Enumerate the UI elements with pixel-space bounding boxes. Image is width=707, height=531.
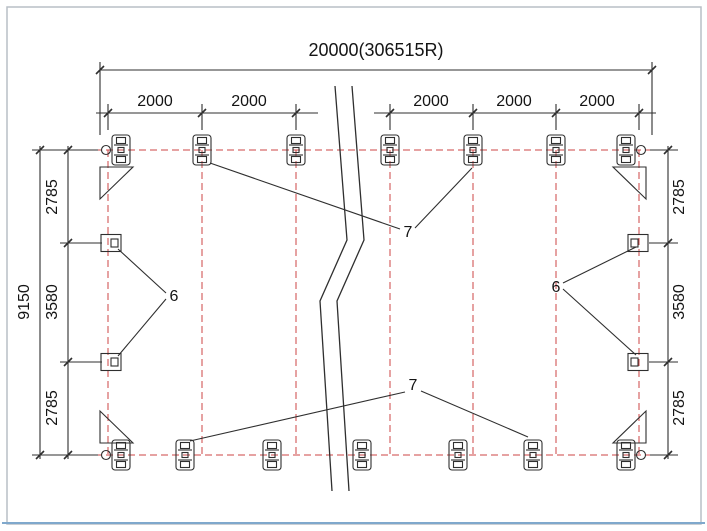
centerline-group [95, 149, 652, 456]
left-extension-lines [32, 149, 102, 456]
corner-gusset-top-right [611, 166, 647, 201]
callout-bottom-clamps: 7 [409, 377, 418, 394]
overall-dimension-label: 20000(306515R) [308, 40, 443, 60]
break-line-left [319, 85, 348, 492]
dimension-text-group: 20000(306515R) 2000 2000 2000 2000 2000 … [16, 40, 688, 426]
bay-dimension-ticks [103, 108, 644, 118]
leader-lines-right-brackets [562, 246, 637, 356]
leader-lines-bottom-clamps [189, 390, 529, 442]
callout-right-brackets: 6 [552, 279, 561, 296]
right-chain-dimension-label: 2785 [671, 179, 688, 215]
side-bracket-right-bottom [627, 352, 649, 372]
right-chain-dimension-label: 2785 [671, 390, 688, 426]
bay-dimension-label: 2000 [137, 93, 173, 110]
corner-pivot-top-left [100, 144, 112, 156]
side-bracket-left-bottom [100, 352, 122, 372]
sheet-border [6, 6, 702, 525]
left-overall-dimension-label: 9150 [16, 284, 33, 320]
corner-pivot-top-right [635, 144, 647, 156]
left-chain-dimension-label: 2785 [44, 390, 61, 426]
side-bracket-left-top [100, 233, 122, 253]
right-extension-lines [649, 149, 678, 456]
left-chain-dimension-label: 2785 [44, 179, 61, 215]
break-line-right [336, 85, 365, 492]
leader-lines-left-brackets [117, 248, 167, 357]
ink-group [32, 62, 678, 492]
callout-left-brackets: 6 [170, 288, 179, 305]
bay-dimension-label: 2000 [579, 93, 615, 110]
left-overall-ticks [35, 145, 45, 460]
corner-gusset-top-left [99, 166, 135, 201]
corner-pivot-bottom-left [100, 449, 112, 461]
corner-pivot-bottom-right [635, 449, 647, 461]
overall-dimension-ticks [95, 65, 657, 75]
vertical-centerlines [107, 150, 640, 455]
bay-dimension-label: 2000 [496, 93, 532, 110]
right-chain-dimension-label: 3580 [671, 284, 688, 320]
left-chain-dimension-label: 3580 [44, 284, 61, 320]
corner-gusset-bottom-right [611, 409, 647, 444]
leader-lines-top-clamps [209, 162, 473, 230]
bay-extension-lines [107, 104, 640, 130]
horizontal-centerlines [95, 149, 652, 456]
overall-extension-lines [99, 62, 653, 135]
bay-dimension-label: 2000 [413, 93, 449, 110]
corner-gusset-bottom-left [99, 409, 135, 444]
callout-top-clamps: 7 [404, 224, 413, 241]
bay-dimension-label: 2000 [231, 93, 267, 110]
side-bracket-right-top [627, 233, 649, 253]
